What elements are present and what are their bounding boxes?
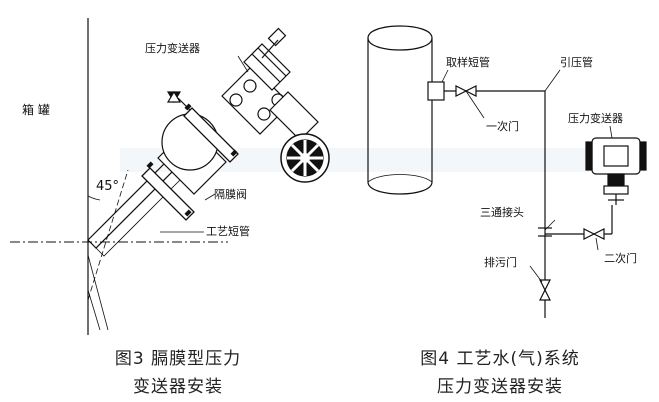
tee-label: 三通接头: [480, 206, 524, 219]
secondary-valve: [583, 228, 605, 240]
figure3-transmitter: [221, 27, 319, 141]
fig4-transmitter-label: 压力变送器: [568, 111, 623, 125]
primary-valve: [455, 85, 485, 119]
figure3-diagram: [10, 18, 330, 335]
process-nozzle-label: 工艺短管: [206, 224, 250, 238]
drain-valve: [539, 279, 551, 301]
primary-valve-label: 一次门: [486, 119, 519, 133]
process-vessel: [367, 25, 433, 195]
fig3-transmitter-label: 压力变送器: [145, 41, 200, 55]
figure4-caption-line2: 压力变送器安装: [437, 377, 563, 397]
secondary-valve-label: 二次门: [604, 251, 637, 265]
figure4-transmitter: [585, 137, 647, 205]
diaphragm-flange-label: 隔膜阀: [214, 187, 247, 201]
sampling-pipe-label: 取样短管: [446, 55, 490, 69]
figure3-caption-line2: 变送器安装: [133, 377, 223, 397]
figure4-caption-line1: 图4 工艺水(气)系统: [420, 349, 580, 369]
transmitter-display: [280, 133, 330, 183]
sampling-pipe: [427, 81, 445, 101]
drain-valve-label: 排污门: [484, 255, 517, 269]
angle-label: 45°: [96, 179, 119, 194]
impulse-pipe-label: 引压管: [560, 55, 593, 69]
angle-reference-line: [87, 169, 129, 301]
figure3-caption-line1: 图3 膈膜型压力: [114, 349, 242, 369]
figure4-diagram: [367, 25, 647, 318]
tank-label: 箱 罐: [22, 102, 50, 117]
nozzle-flange: [141, 167, 195, 221]
